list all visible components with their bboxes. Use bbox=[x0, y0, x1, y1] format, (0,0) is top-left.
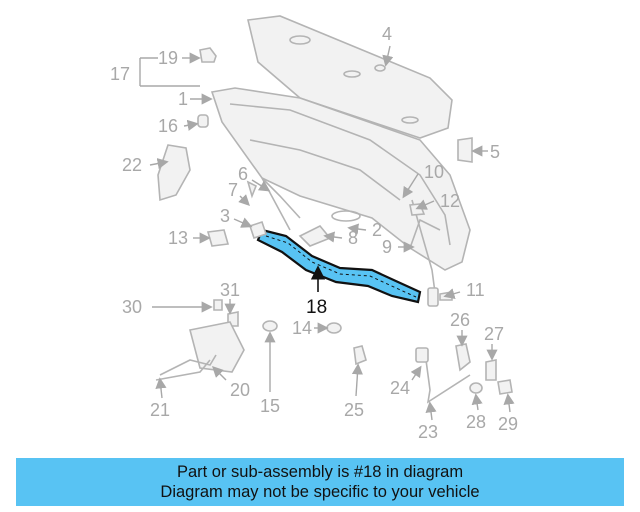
label-25: 25 bbox=[344, 400, 364, 420]
label-3: 3 bbox=[220, 206, 230, 226]
label-17: 17 bbox=[110, 64, 130, 84]
label-21: 22 bbox=[122, 155, 142, 175]
small-parts bbox=[155, 47, 513, 404]
label-31: 31 bbox=[220, 280, 240, 300]
banner-line-2: Diagram may not be specific to your vehi… bbox=[160, 483, 480, 501]
label-4: 4 bbox=[382, 24, 392, 44]
part-labels: 4 17 19 1 16 22 5 6 10 7 12 3 2 13 8 9 1… bbox=[110, 24, 518, 442]
banner-line-1: Part or sub-assembly is #18 in diagram bbox=[176, 463, 464, 481]
label-13: 13 bbox=[168, 228, 188, 248]
label-20: 20 bbox=[230, 380, 250, 400]
parts-diagram: 4 17 19 1 16 22 5 6 10 7 12 3 2 13 8 9 1… bbox=[110, 15, 518, 442]
label-22: 21 bbox=[150, 400, 170, 420]
label-12: 12 bbox=[440, 191, 460, 211]
hood-panel-part bbox=[210, 87, 471, 271]
label-27: 27 bbox=[484, 324, 504, 344]
label-11: 11 bbox=[466, 280, 485, 300]
label-8: 8 bbox=[348, 228, 358, 248]
label-6: 6 bbox=[238, 164, 248, 184]
label-14: 14 bbox=[292, 318, 312, 338]
hood-insulation-part bbox=[247, 15, 453, 139]
label-2: 2 bbox=[372, 220, 382, 240]
label-24: 24 bbox=[390, 378, 410, 398]
label-29: 29 bbox=[498, 414, 518, 434]
label-18-highlighted: 18 bbox=[306, 297, 327, 318]
label-7: 7 bbox=[228, 180, 238, 200]
label-5: 5 bbox=[490, 142, 500, 162]
hood-seal-part bbox=[256, 228, 422, 304]
label-28: 28 bbox=[466, 412, 486, 432]
label-19: 19 bbox=[158, 48, 178, 68]
label-10: 10 bbox=[424, 162, 444, 182]
label-16: 16 bbox=[158, 116, 178, 136]
leader-lines bbox=[139, 45, 515, 421]
label-23: 23 bbox=[418, 422, 438, 442]
label-26: 26 bbox=[450, 310, 470, 330]
label-1: 1 bbox=[178, 89, 188, 109]
label-9: 9 bbox=[382, 237, 392, 257]
info-banner: Part or sub-assembly is #18 in diagram D… bbox=[16, 458, 624, 506]
label-15: 15 bbox=[260, 396, 280, 416]
label-30: 30 bbox=[122, 297, 142, 317]
